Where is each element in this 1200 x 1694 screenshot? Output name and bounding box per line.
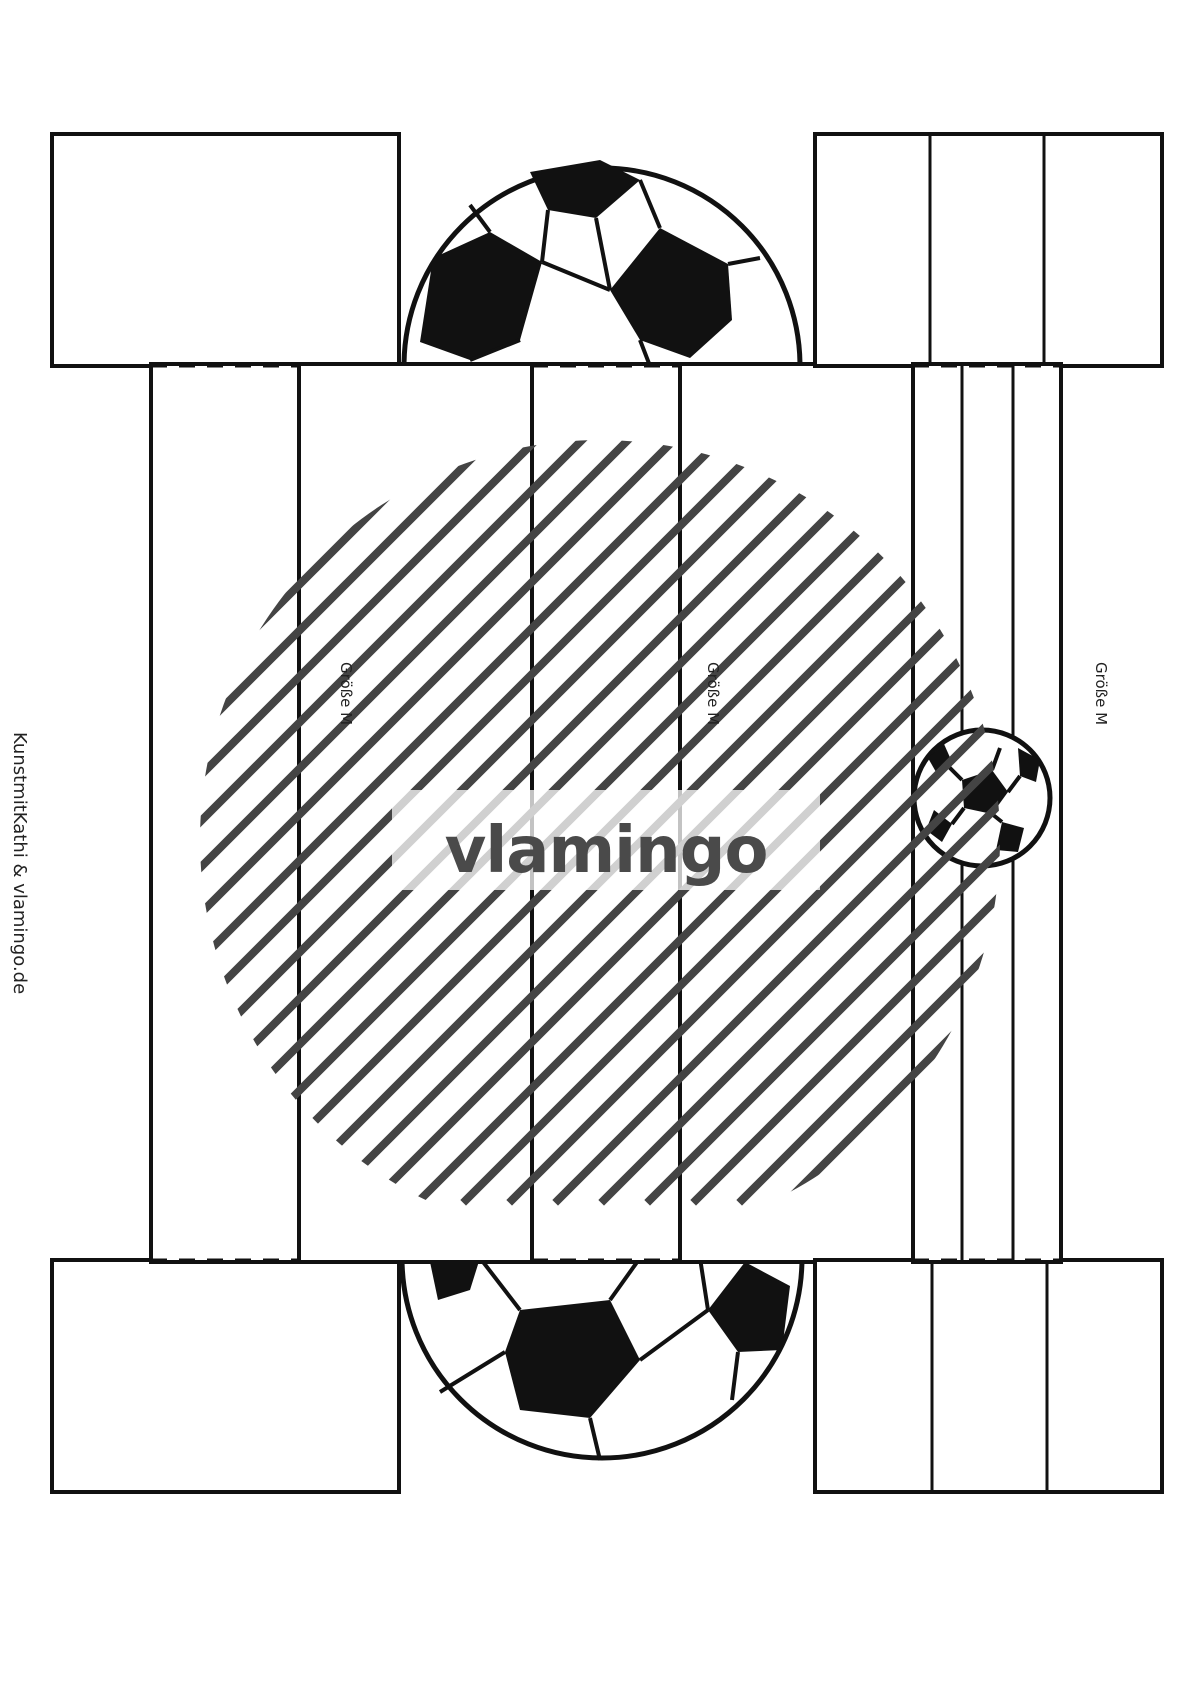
watermark-hatch-line: [200, 440, 1000, 1206]
size-label-left: Größe M: [337, 662, 355, 725]
small-soccer-ball-icon: [911, 727, 1053, 869]
watermark-hatch-line: [736, 440, 1000, 1206]
credit-text: KunstmitKathi & vlamingo.de: [9, 732, 30, 994]
watermark-hatch-line: [200, 440, 1000, 1206]
size-label-middle: Größe M: [704, 662, 722, 725]
size-label-right: Größe M: [1092, 662, 1110, 725]
watermark-hatch-line: [200, 440, 1000, 1206]
watermark-hatch-line: [200, 440, 936, 1206]
watermark-hatch-line: [230, 440, 1000, 1206]
watermark-hatch-line: [644, 440, 1000, 1206]
watermark-hatch-line: [200, 440, 1000, 1206]
watermark-hatch-line: [598, 440, 1000, 1206]
watermark-hatch-line: [276, 440, 1000, 1206]
watermark-hatch-line: [200, 440, 1000, 1206]
vlamingo-wordmark: vlamingo: [445, 814, 768, 888]
top-soccer-ball-icon: [401, 160, 803, 363]
watermark-hatch-line: [200, 440, 982, 1206]
watermark-hatch-line: [506, 440, 1000, 1206]
watermark-hatch-line: [414, 440, 1000, 1206]
bottom-soccer-ball-icon: [399, 1255, 805, 1461]
watermark-hatch-line: [200, 440, 1000, 1206]
watermark-hatch-line: [460, 440, 1000, 1206]
watermark-hatch-line: [200, 440, 890, 1206]
watermark-hatch-line: [200, 440, 1000, 1206]
watermark-hatch-line: [552, 440, 1000, 1206]
watermark-hatch-line: [690, 440, 1000, 1206]
left-box-piece: [50, 132, 534, 1494]
watermark-hatch-line: [200, 440, 1000, 1206]
